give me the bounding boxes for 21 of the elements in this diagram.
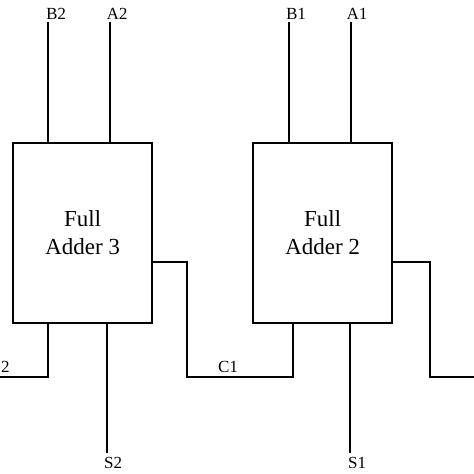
wire bbox=[47, 22, 49, 142]
signal-label: S1 bbox=[344, 453, 370, 471]
signal-label: S2 bbox=[100, 453, 126, 471]
wire bbox=[0, 324, 49, 378]
wire bbox=[349, 324, 351, 453]
wire bbox=[288, 22, 290, 142]
full-adder-block bbox=[252, 142, 393, 324]
wire bbox=[153, 261, 294, 378]
signal-label: B1 bbox=[284, 4, 308, 22]
wire bbox=[393, 261, 474, 378]
signal-label: A1 bbox=[345, 4, 369, 22]
wire bbox=[106, 324, 108, 453]
full-adder-block bbox=[12, 142, 153, 324]
signal-label: 2 bbox=[1, 358, 10, 375]
signal-label: C1 bbox=[218, 358, 238, 375]
block-title: Full Adder 2 bbox=[284, 205, 361, 261]
wire bbox=[109, 22, 111, 142]
signal-label: A2 bbox=[105, 4, 129, 22]
signal-label: B2 bbox=[44, 4, 68, 22]
wire bbox=[350, 22, 352, 142]
block-title: Full Adder 3 bbox=[44, 205, 121, 261]
